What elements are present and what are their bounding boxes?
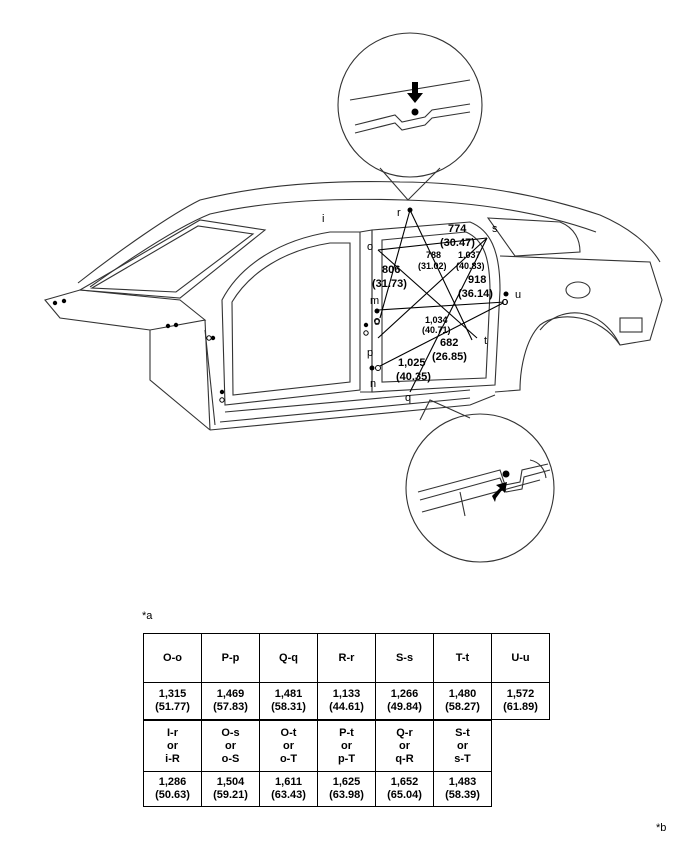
point-label-p: p: [367, 347, 373, 359]
svg-text:806: 806: [382, 264, 400, 276]
svg-text:1,034: 1,034: [425, 315, 448, 325]
dimension-1037: 1,037 (40.83): [456, 250, 485, 271]
svg-text:682: 682: [440, 337, 458, 349]
table-cell: 1,133(44.61): [317, 682, 376, 720]
table-cell: 1,266(49.84): [375, 682, 434, 720]
top-detail-callout: [337, 32, 483, 178]
rocker-panel: [209, 394, 496, 431]
rear-door-opening: [371, 221, 501, 393]
table-header: S-s: [375, 633, 434, 683]
table-cell: 1,286(50.63): [143, 771, 202, 807]
dimension-table-1: O-o P-p Q-q R-r S-s T-t U-u 1,315(51.77)…: [143, 633, 550, 720]
point-label-q: q: [405, 392, 411, 404]
dimension-774: 774 (30.47): [440, 223, 475, 249]
table-header: P-p: [201, 633, 260, 683]
dimension-806: 806 (31.73): [372, 264, 407, 290]
table-cell: 1,652(65.04): [375, 771, 434, 807]
dimension-1025: 1,025 (40.35): [396, 357, 431, 383]
svg-text:(31.02): (31.02): [418, 261, 447, 271]
svg-text:1,025: 1,025: [398, 357, 426, 369]
table-header: T-t: [433, 633, 492, 683]
table-cell: 1,504(59.21): [201, 771, 260, 807]
svg-text:(30.47): (30.47): [440, 237, 475, 249]
point-label-o-mid: o: [374, 316, 380, 328]
svg-text:(40.35): (40.35): [396, 371, 431, 383]
svg-text:(40.71): (40.71): [422, 325, 451, 335]
vehicle-body-diagram: i r s o m o p t u o n q 774 (30.47) 788 …: [44, 32, 663, 563]
point-label-i: i: [322, 213, 324, 225]
table-cell: 1,483(58.39): [433, 771, 492, 807]
point-label-s: s: [492, 223, 498, 235]
dimension-682: 682 (26.85): [432, 337, 467, 363]
table-header: Q-q: [259, 633, 318, 683]
table-header: O-o: [143, 633, 202, 683]
table-cell: 1,481(58.31): [259, 682, 318, 720]
point-label-u: u: [515, 289, 521, 301]
dimension-1034: 1,034 (40.71): [422, 315, 451, 335]
svg-text:(36.14): (36.14): [458, 288, 493, 300]
front-door-opening: [221, 231, 361, 406]
roof-outline: [77, 181, 661, 284]
table-cell: 1,611(63.43): [259, 771, 318, 807]
table-cell: 1,315(51.77): [143, 682, 202, 720]
point-label-t: t: [484, 335, 487, 347]
table-header: R-r: [317, 633, 376, 683]
windshield-outline: [78, 219, 267, 299]
point-label-r: r: [397, 207, 401, 219]
point-label-n: n: [370, 378, 376, 390]
svg-text:(26.85): (26.85): [432, 351, 467, 363]
svg-text:774: 774: [448, 223, 467, 235]
svg-text:1,037: 1,037: [458, 250, 481, 260]
bottom-detail-callout: [405, 413, 555, 563]
table-header: U-u: [491, 633, 550, 683]
point-label-o-right: o: [502, 296, 508, 308]
dimension-918: 918 (36.14): [458, 274, 493, 300]
svg-text:(31.73): (31.73): [372, 278, 407, 290]
svg-text:788: 788: [426, 250, 441, 260]
table-cell: 1,572(61.89): [491, 682, 550, 720]
point-label-m: m: [370, 295, 379, 307]
svg-text:918: 918: [468, 274, 486, 286]
point-label-o-upper: o: [367, 241, 373, 253]
table-cell: 1,480(58.27): [433, 682, 492, 720]
table-cell: 1,625(63.98): [317, 771, 376, 807]
svg-text:(40.83): (40.83): [456, 261, 485, 271]
figure-label-a: *a: [142, 610, 153, 622]
dimension-788: 788 (31.02): [418, 250, 447, 271]
table-cell: 1,469(57.83): [201, 682, 260, 720]
figure-label-b: *b: [656, 822, 667, 834]
quarter-window: [486, 217, 581, 257]
